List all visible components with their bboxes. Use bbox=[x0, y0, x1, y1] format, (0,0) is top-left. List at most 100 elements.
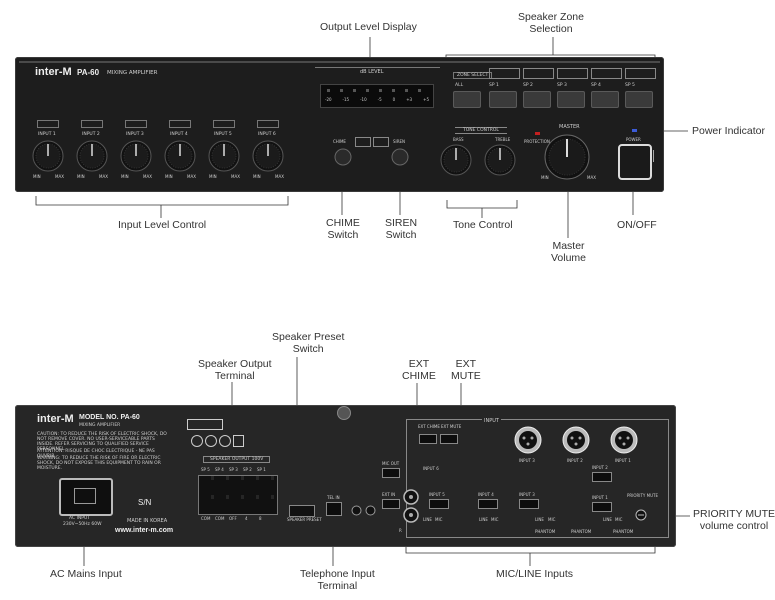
input-knob-label: INPUT 5 bbox=[214, 132, 232, 137]
chime-switch[interactable] bbox=[334, 148, 352, 166]
input-3-knob[interactable] bbox=[119, 139, 153, 173]
zone-button-all[interactable] bbox=[453, 91, 481, 108]
telephone-input-terminal[interactable] bbox=[326, 502, 342, 516]
input-6-label: INPUT 6 bbox=[423, 466, 439, 471]
zone-button-sp3[interactable] bbox=[557, 91, 585, 108]
power-button[interactable] bbox=[618, 144, 652, 180]
ac-mains-inlet[interactable] bbox=[59, 478, 113, 516]
zone-button-sp1[interactable] bbox=[489, 91, 517, 108]
min-label: MIN bbox=[33, 174, 41, 179]
input-label-box bbox=[169, 120, 191, 128]
ext-chime-terminal[interactable] bbox=[419, 434, 437, 444]
treble-knob[interactable] bbox=[483, 143, 517, 177]
zone-button-sp2[interactable] bbox=[523, 91, 551, 108]
phantom-label: PHANTOM bbox=[613, 529, 634, 534]
ext-mute-terminal[interactable] bbox=[440, 434, 458, 444]
rca-input-r[interactable] bbox=[403, 507, 419, 523]
input-4-knob[interactable] bbox=[163, 139, 197, 173]
xlr-input-3[interactable] bbox=[513, 425, 543, 455]
input-5-knob[interactable] bbox=[207, 139, 241, 173]
caution-text: CAUTION: TO REDUCE THE RISK OF ELECTRIC … bbox=[37, 432, 167, 452]
zone-button-label: SP 3 bbox=[557, 83, 567, 88]
mic-out-terminal[interactable] bbox=[382, 468, 400, 478]
input-1-terminal-label: INPUT 1 bbox=[592, 495, 608, 500]
input-6-knob[interactable] bbox=[251, 139, 285, 173]
mic-label: MIC bbox=[491, 517, 499, 522]
input-2-terminal[interactable] bbox=[592, 472, 612, 482]
xlr-input-2[interactable] bbox=[561, 425, 591, 455]
sp-label: SP 4 bbox=[215, 467, 224, 472]
siren-icon bbox=[373, 137, 389, 147]
cert-mark-icon bbox=[205, 435, 217, 447]
priority-mute-label: PRIORITY MUTE bbox=[627, 493, 658, 498]
max-label: MAX bbox=[55, 174, 64, 179]
input-knob-label: INPUT 3 bbox=[126, 132, 144, 137]
iec-socket-icon bbox=[74, 488, 96, 504]
level-meter-display: -20 -15 -10 -5 0 +3 +5 bbox=[320, 84, 434, 108]
line-label: LINE bbox=[479, 517, 488, 522]
input-level-control-callout: Input Level Control bbox=[118, 219, 207, 231]
input-5-terminal[interactable] bbox=[429, 499, 449, 509]
input-label-box bbox=[125, 120, 147, 128]
ext-in-label: EXT IN bbox=[382, 492, 396, 497]
input-knob-label: INPUT 4 bbox=[170, 132, 188, 137]
master-volume-knob[interactable] bbox=[543, 133, 591, 181]
tel-in-label: TEL IN bbox=[327, 495, 340, 500]
min-label: MIN bbox=[253, 174, 261, 179]
tone-control-callout: Tone Control bbox=[453, 219, 513, 231]
xlr-input-1[interactable] bbox=[609, 425, 639, 455]
serial-number-label: S/N bbox=[138, 498, 152, 507]
protection-label: PROTECTION bbox=[524, 139, 550, 144]
meter-scale: -20 -15 -10 -5 0 +3 +5 bbox=[325, 97, 429, 102]
db-level-label: dB LEVEL bbox=[360, 69, 384, 75]
cert-mark-icon bbox=[219, 435, 231, 447]
connector-icon bbox=[351, 505, 362, 516]
ext-in-terminal[interactable] bbox=[382, 499, 400, 509]
warning-label-icon bbox=[187, 419, 223, 430]
input-1-terminal[interactable] bbox=[592, 502, 612, 512]
protection-led bbox=[535, 132, 540, 135]
max-label: MAX bbox=[231, 174, 240, 179]
siren-switch[interactable] bbox=[391, 148, 409, 166]
website-label: www.inter-m.com bbox=[115, 527, 174, 534]
zone-button-sp5[interactable] bbox=[625, 91, 653, 108]
input-section-label: INPUT bbox=[482, 418, 501, 424]
max-label: MAX bbox=[99, 174, 108, 179]
mic-line-inputs-callout: MIC/LINE Inputs bbox=[496, 568, 574, 580]
zone-button-sp4[interactable] bbox=[591, 91, 619, 108]
zone-button-label: SP 1 bbox=[489, 83, 499, 88]
input-knob-label: INPUT 1 bbox=[38, 132, 56, 137]
max-label: MAX bbox=[187, 174, 196, 179]
model-desc: MIXING AMPLIFIER bbox=[107, 70, 158, 76]
bass-knob[interactable] bbox=[439, 143, 473, 177]
speaker-preset-label: SPEAKER PRESET bbox=[287, 517, 322, 522]
mic-out-label: MIC OUT bbox=[382, 461, 400, 466]
input-2-knob[interactable] bbox=[75, 139, 109, 173]
bell-icon bbox=[355, 137, 371, 147]
input-3-terminal-label: INPUT 3 bbox=[519, 492, 535, 497]
ac-rating-label: 230V~50Hz 60W bbox=[63, 522, 102, 527]
priority-mute-trimmer[interactable] bbox=[635, 509, 647, 521]
input-1-knob[interactable] bbox=[31, 139, 65, 173]
input-label-box bbox=[37, 120, 59, 128]
line-label: LINE bbox=[423, 517, 432, 522]
input-4-terminal[interactable] bbox=[478, 499, 498, 509]
rca-input-l[interactable] bbox=[403, 489, 419, 505]
phantom-label: PHANTOM bbox=[571, 529, 592, 534]
on-off-callout: ON/OFF bbox=[617, 219, 657, 231]
panel-stripe bbox=[19, 61, 660, 63]
speaker-output-label: SPEAKER OUTPUT 100V bbox=[203, 456, 271, 463]
input-3-terminal[interactable] bbox=[519, 499, 539, 509]
front-panel: inter-M PA-60 MIXING AMPLIFIER dB LEVEL … bbox=[15, 57, 664, 192]
meter-tick: +3 bbox=[406, 97, 413, 102]
speaker-output-terminal[interactable] bbox=[198, 475, 278, 515]
ac-mains-input-callout: AC Mains Input bbox=[50, 568, 122, 580]
sp-label: SP 2 bbox=[243, 467, 252, 472]
speaker-preset-dip-switch[interactable] bbox=[289, 505, 315, 517]
min-label: MIN bbox=[77, 174, 85, 179]
meter-tick: -10 bbox=[360, 97, 367, 102]
